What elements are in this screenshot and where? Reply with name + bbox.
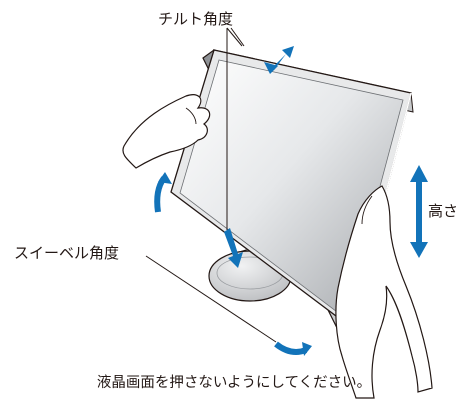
caution-caption: 液晶画面を押さないようにしてください。 <box>96 375 372 391</box>
right-hand <box>335 185 433 399</box>
swivel-angle-label: スイーベル角度 <box>14 244 120 262</box>
swivel-arrow-icon <box>274 341 312 356</box>
height-label: 高さ <box>428 202 459 220</box>
left-hand <box>122 94 211 169</box>
height-arrow-icon <box>410 165 428 258</box>
tilt-leader-lines <box>226 27 245 230</box>
tilt-arrow-icon <box>264 46 294 74</box>
down-arrow-icon <box>224 228 243 268</box>
tilt-angle-label: チルト角度 <box>158 10 234 28</box>
swivel-arrow-icon <box>154 172 172 213</box>
swivel-leader-line <box>145 255 277 343</box>
